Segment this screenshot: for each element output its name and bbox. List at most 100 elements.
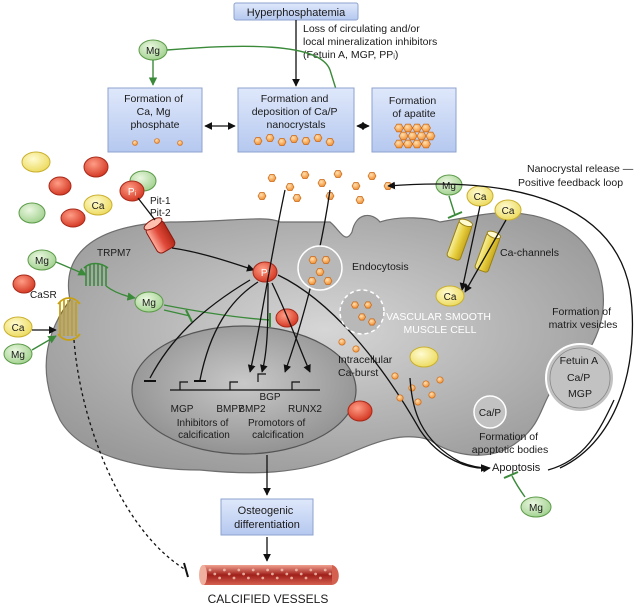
matrix-vesicle-inner (549, 347, 611, 409)
vessel-calcification (242, 572, 246, 576)
nanocrystal (412, 139, 422, 149)
apoptotic-bodies-label: Formation of apoptotic bodies (472, 431, 548, 456)
vessel-calcification (328, 572, 332, 576)
nanocrystal (323, 277, 333, 285)
nanocrystal-row (253, 134, 335, 146)
mg-ion-label: Mg (146, 46, 160, 57)
hyperphosphatemia-label: Hyperphosphatemia (247, 7, 346, 19)
ca-burst-particle (338, 338, 346, 346)
vessel-calcification (295, 568, 298, 572)
casr-inhibit-bar (183, 562, 189, 578)
trpm7-label: TRPM7 (97, 248, 131, 259)
mg-channel-inhibit-bar (447, 211, 463, 219)
gene-bmp7: BMP7 (216, 404, 244, 415)
nanocrystal (398, 131, 409, 141)
nanocrystal (421, 139, 431, 149)
calcified-vessel (203, 565, 332, 585)
endocytosis-nanocrystals (307, 256, 333, 285)
ca-channels-label: Ca-channels (500, 247, 559, 259)
pit-transporter (143, 217, 176, 254)
nanocrystal (289, 135, 299, 143)
matrix-vesicle (545, 343, 615, 413)
nanocrystal-to-bmp2 (247, 189, 286, 373)
vessel-calcification (285, 572, 289, 576)
nanocrystal (285, 183, 295, 191)
vessel-calcification (218, 576, 222, 580)
pi-ion-label: Pᵢ (128, 187, 137, 198)
apoptosis-to-vesicles (547, 399, 615, 471)
ca-burst-particle (396, 394, 404, 402)
pi-to-bgp (260, 282, 269, 373)
ca-channel-1 (446, 218, 474, 261)
vessel-calcification (271, 572, 274, 576)
trpm7-channel (83, 262, 109, 286)
ca-burst-to-apoptosis (409, 377, 489, 472)
mg-to-trpm7-arrow (55, 261, 87, 276)
casr-label: CaSR (30, 290, 57, 301)
nanocrystal (313, 134, 323, 142)
nanocrystal (394, 139, 404, 149)
vessel-calcification (232, 576, 236, 580)
nanocrystal (367, 172, 377, 180)
nanocrystal (257, 192, 267, 200)
casr-inhibit-dashed (73, 339, 187, 571)
ca-ion-label: Ca (12, 323, 25, 334)
vessel-calcifications (208, 568, 332, 580)
calcified-vessels-label: CALCIFIED VESSELS (208, 592, 329, 606)
ca-burst-particle (391, 372, 399, 380)
mg-inhibit-line-3 (163, 309, 191, 317)
gene-bmp2: BMP2 (238, 404, 266, 415)
nanocrystal (357, 313, 367, 321)
ca-ion-label: Ca (502, 206, 515, 217)
vessel-calcification (314, 572, 317, 576)
vessel-calcification (299, 572, 303, 576)
pi-ion-label: Pᵢ (261, 268, 270, 279)
nanocrystal (421, 123, 431, 133)
ca-ion-extracellular (83, 194, 113, 216)
nanocrystal (351, 182, 361, 190)
nanocrystal (315, 268, 325, 276)
nanocrystal (292, 194, 302, 202)
nanocrystal (403, 123, 413, 133)
small-particle (154, 138, 160, 144)
vessel-calcification (237, 568, 241, 572)
endocytosis-vesicle (297, 245, 343, 291)
box-apatite-label: Formation of apatite (389, 95, 439, 120)
feedback-loop-arrow (387, 181, 634, 469)
osteogenic-box (220, 498, 314, 536)
nanocrystal (307, 277, 317, 285)
nanocrystal (300, 171, 310, 179)
ca-burst-particles (338, 338, 444, 406)
nanocrystal (407, 131, 418, 141)
pi-ion-intracellular (252, 261, 278, 283)
nanocrystal (425, 131, 436, 141)
mg-inhibit-line (166, 45, 346, 119)
osteogenic-label: Osteogenic differentiation (234, 505, 300, 531)
small-particle (132, 140, 138, 146)
mg-ion-outside (27, 249, 57, 271)
nanocrystal (265, 134, 275, 142)
vsmc-label: VASCULAR SMOOTH MUSCLE CELL (386, 311, 494, 336)
mg-apoptosis-inhibit-bar (503, 471, 519, 479)
ca-ion-label: Ca (444, 292, 457, 303)
nanocrystal (416, 131, 427, 141)
ca-influx-arrow-2 (464, 219, 507, 293)
gene-runx2: RUNX2 (288, 404, 322, 415)
ca-ion-casr (3, 316, 33, 338)
pi-to-bmp7 (149, 279, 251, 379)
apoptosis-label: Apoptosis (492, 462, 541, 474)
gene-mgp: MGP (171, 404, 194, 415)
pi-to-runx2 (271, 282, 311, 373)
nanocrystal (363, 301, 373, 309)
matrix-vesicle-contents: Fetuin A Ca/P MGP (560, 355, 601, 400)
mg-ion-label: Mg (529, 503, 543, 514)
vessel-calcification (261, 576, 265, 580)
apoptotic-body (473, 395, 507, 429)
vessel-calcification (319, 576, 322, 580)
mg-ion-label: Mg (11, 350, 25, 361)
vessel-calcification (266, 568, 269, 572)
nanocrystal (301, 137, 311, 145)
nanocrystal (394, 123, 404, 133)
calcified-vessel-start (199, 565, 207, 585)
ca-burst-label: Intracellular Ca-burst (338, 354, 395, 379)
